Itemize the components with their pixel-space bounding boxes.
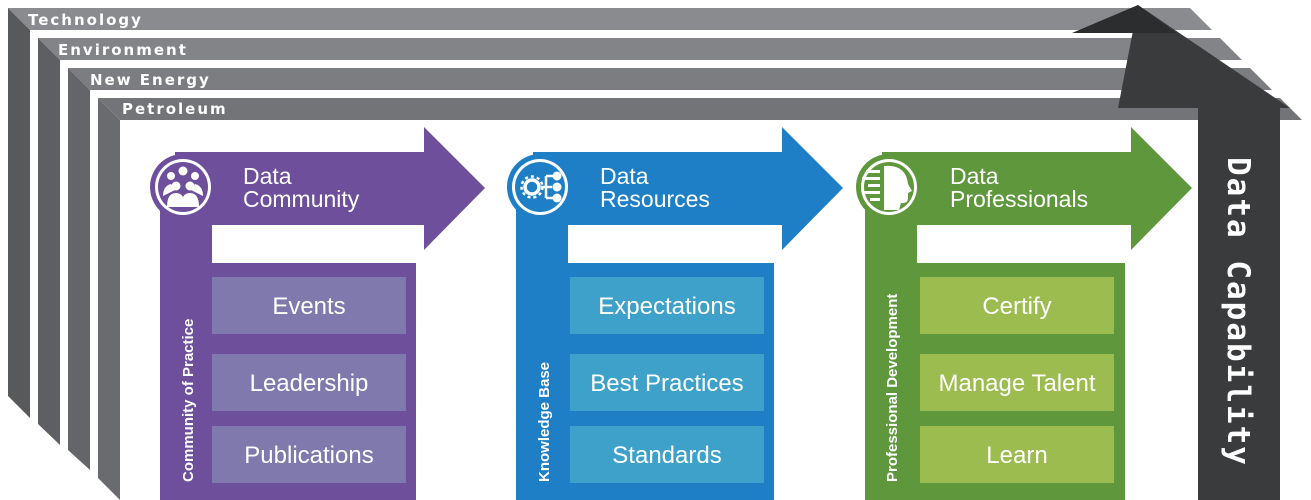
events-label: Events (272, 293, 345, 320)
layer-new-energy: New Energy (60, 60, 1272, 470)
digital-head-icon (862, 165, 912, 210)
best-practices-box (570, 354, 764, 411)
leadership-box (212, 354, 406, 411)
layer-technology-label: Technology (28, 11, 143, 29)
certify-label: Certify (982, 293, 1051, 320)
community-of-practice-label: Community of Practice (180, 319, 197, 482)
data-resources-title-line1: Data (600, 163, 649, 189)
data-community-arrow (175, 127, 485, 250)
expectations-label: Expectations (598, 293, 735, 320)
learn-label: Learn (986, 442, 1047, 469)
data-community-title-line2: Community (243, 186, 360, 212)
pillar-data-community: Data Community Community of Practice Eve… (150, 127, 485, 500)
standards-label: Standards (612, 442, 721, 469)
leadership-label: Leadership (250, 370, 369, 397)
data-resources-title-line2: Resources (600, 186, 710, 212)
layer-technology: Technology (8, 8, 1212, 418)
publications-box (212, 426, 406, 483)
data-professionals-title-line2: Professionals (950, 186, 1088, 212)
learn-box (920, 426, 1114, 483)
layer-petroleum: Petroleum (90, 90, 1302, 500)
manage-talent-box (920, 354, 1114, 411)
data-community-title-line1: Data (243, 163, 292, 189)
knowledge-base-label: Knowledge Base (536, 362, 553, 482)
data-professionals-arrow (882, 127, 1192, 250)
data-capability-label: Data Capability (1220, 157, 1256, 467)
expectations-box (570, 277, 764, 334)
data-professionals-title-line1: Data (950, 163, 999, 189)
people-group-icon (163, 166, 203, 207)
layer-petroleum-label: Petroleum (122, 100, 228, 118)
certify-box (920, 277, 1114, 334)
layer-new-energy-label: New Energy (90, 71, 211, 89)
data-resources-arrow (533, 127, 843, 250)
standards-box (570, 426, 764, 483)
manage-talent-label: Manage Talent (938, 370, 1095, 397)
professional-development-label: Professional Development (884, 294, 901, 482)
pillar-data-professionals: Data Professionals Professional Developm… (856, 127, 1192, 500)
pillar-data-resources: Data Resources Knowledge Base Expectatio… (507, 127, 843, 500)
layer-environment-label: Environment (58, 41, 188, 59)
events-box (212, 277, 406, 334)
data-capability-arrow: Data Capability (1072, 5, 1290, 500)
network-gear-icon (520, 171, 562, 203)
publications-label: Publications (244, 442, 373, 469)
layer-environment: Environment (30, 30, 1242, 445)
best-practices-label: Best Practices (590, 370, 743, 397)
